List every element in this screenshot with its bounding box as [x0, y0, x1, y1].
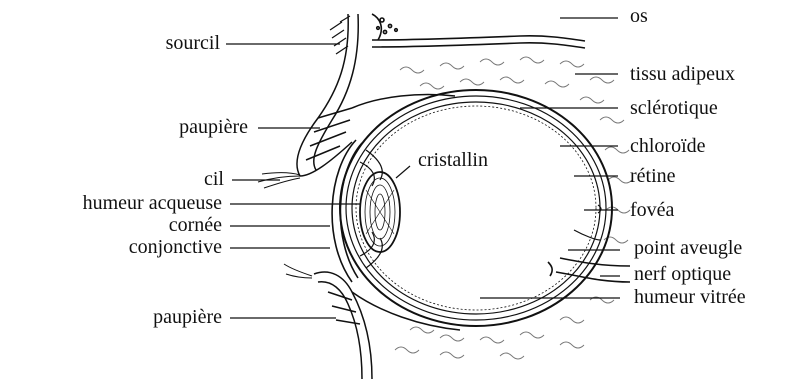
optic-nerve: [548, 258, 630, 282]
label-sourcil: sourcil: [166, 33, 220, 53]
lower-eyelid: [314, 272, 460, 379]
label-retine: rétine: [630, 166, 676, 186]
adipose-tissue: [395, 57, 632, 359]
label-paupiere-top: paupière: [179, 117, 248, 137]
label-sclerotique: sclérotique: [630, 98, 718, 118]
label-paupiere-bottom: paupière: [153, 307, 222, 327]
eyelashes: [258, 173, 312, 278]
label-humeur-acqueuse: humeur acqueuse: [83, 193, 222, 213]
leader-line-cristallin: [396, 166, 410, 178]
label-point-aveugle: point aveugle: [634, 238, 742, 258]
label-humeur-vitree: humeur vitrée: [634, 287, 746, 307]
label-tissu-adipeux: tissu adipeux: [630, 64, 735, 84]
label-os: os: [630, 6, 648, 26]
label-cil: cil: [204, 169, 224, 189]
label-choroide: chloroïde: [630, 136, 706, 156]
label-cristallin: cristallin: [418, 150, 488, 170]
label-nerf-optique: nerf optique: [634, 264, 731, 284]
eyeball: [340, 90, 612, 326]
label-cornee: cornée: [169, 215, 222, 235]
bone: [372, 14, 585, 48]
label-conjonctive: conjonctive: [129, 237, 222, 257]
label-fovea: fovéa: [630, 200, 674, 220]
lens: [360, 172, 400, 252]
iris: [360, 150, 382, 268]
